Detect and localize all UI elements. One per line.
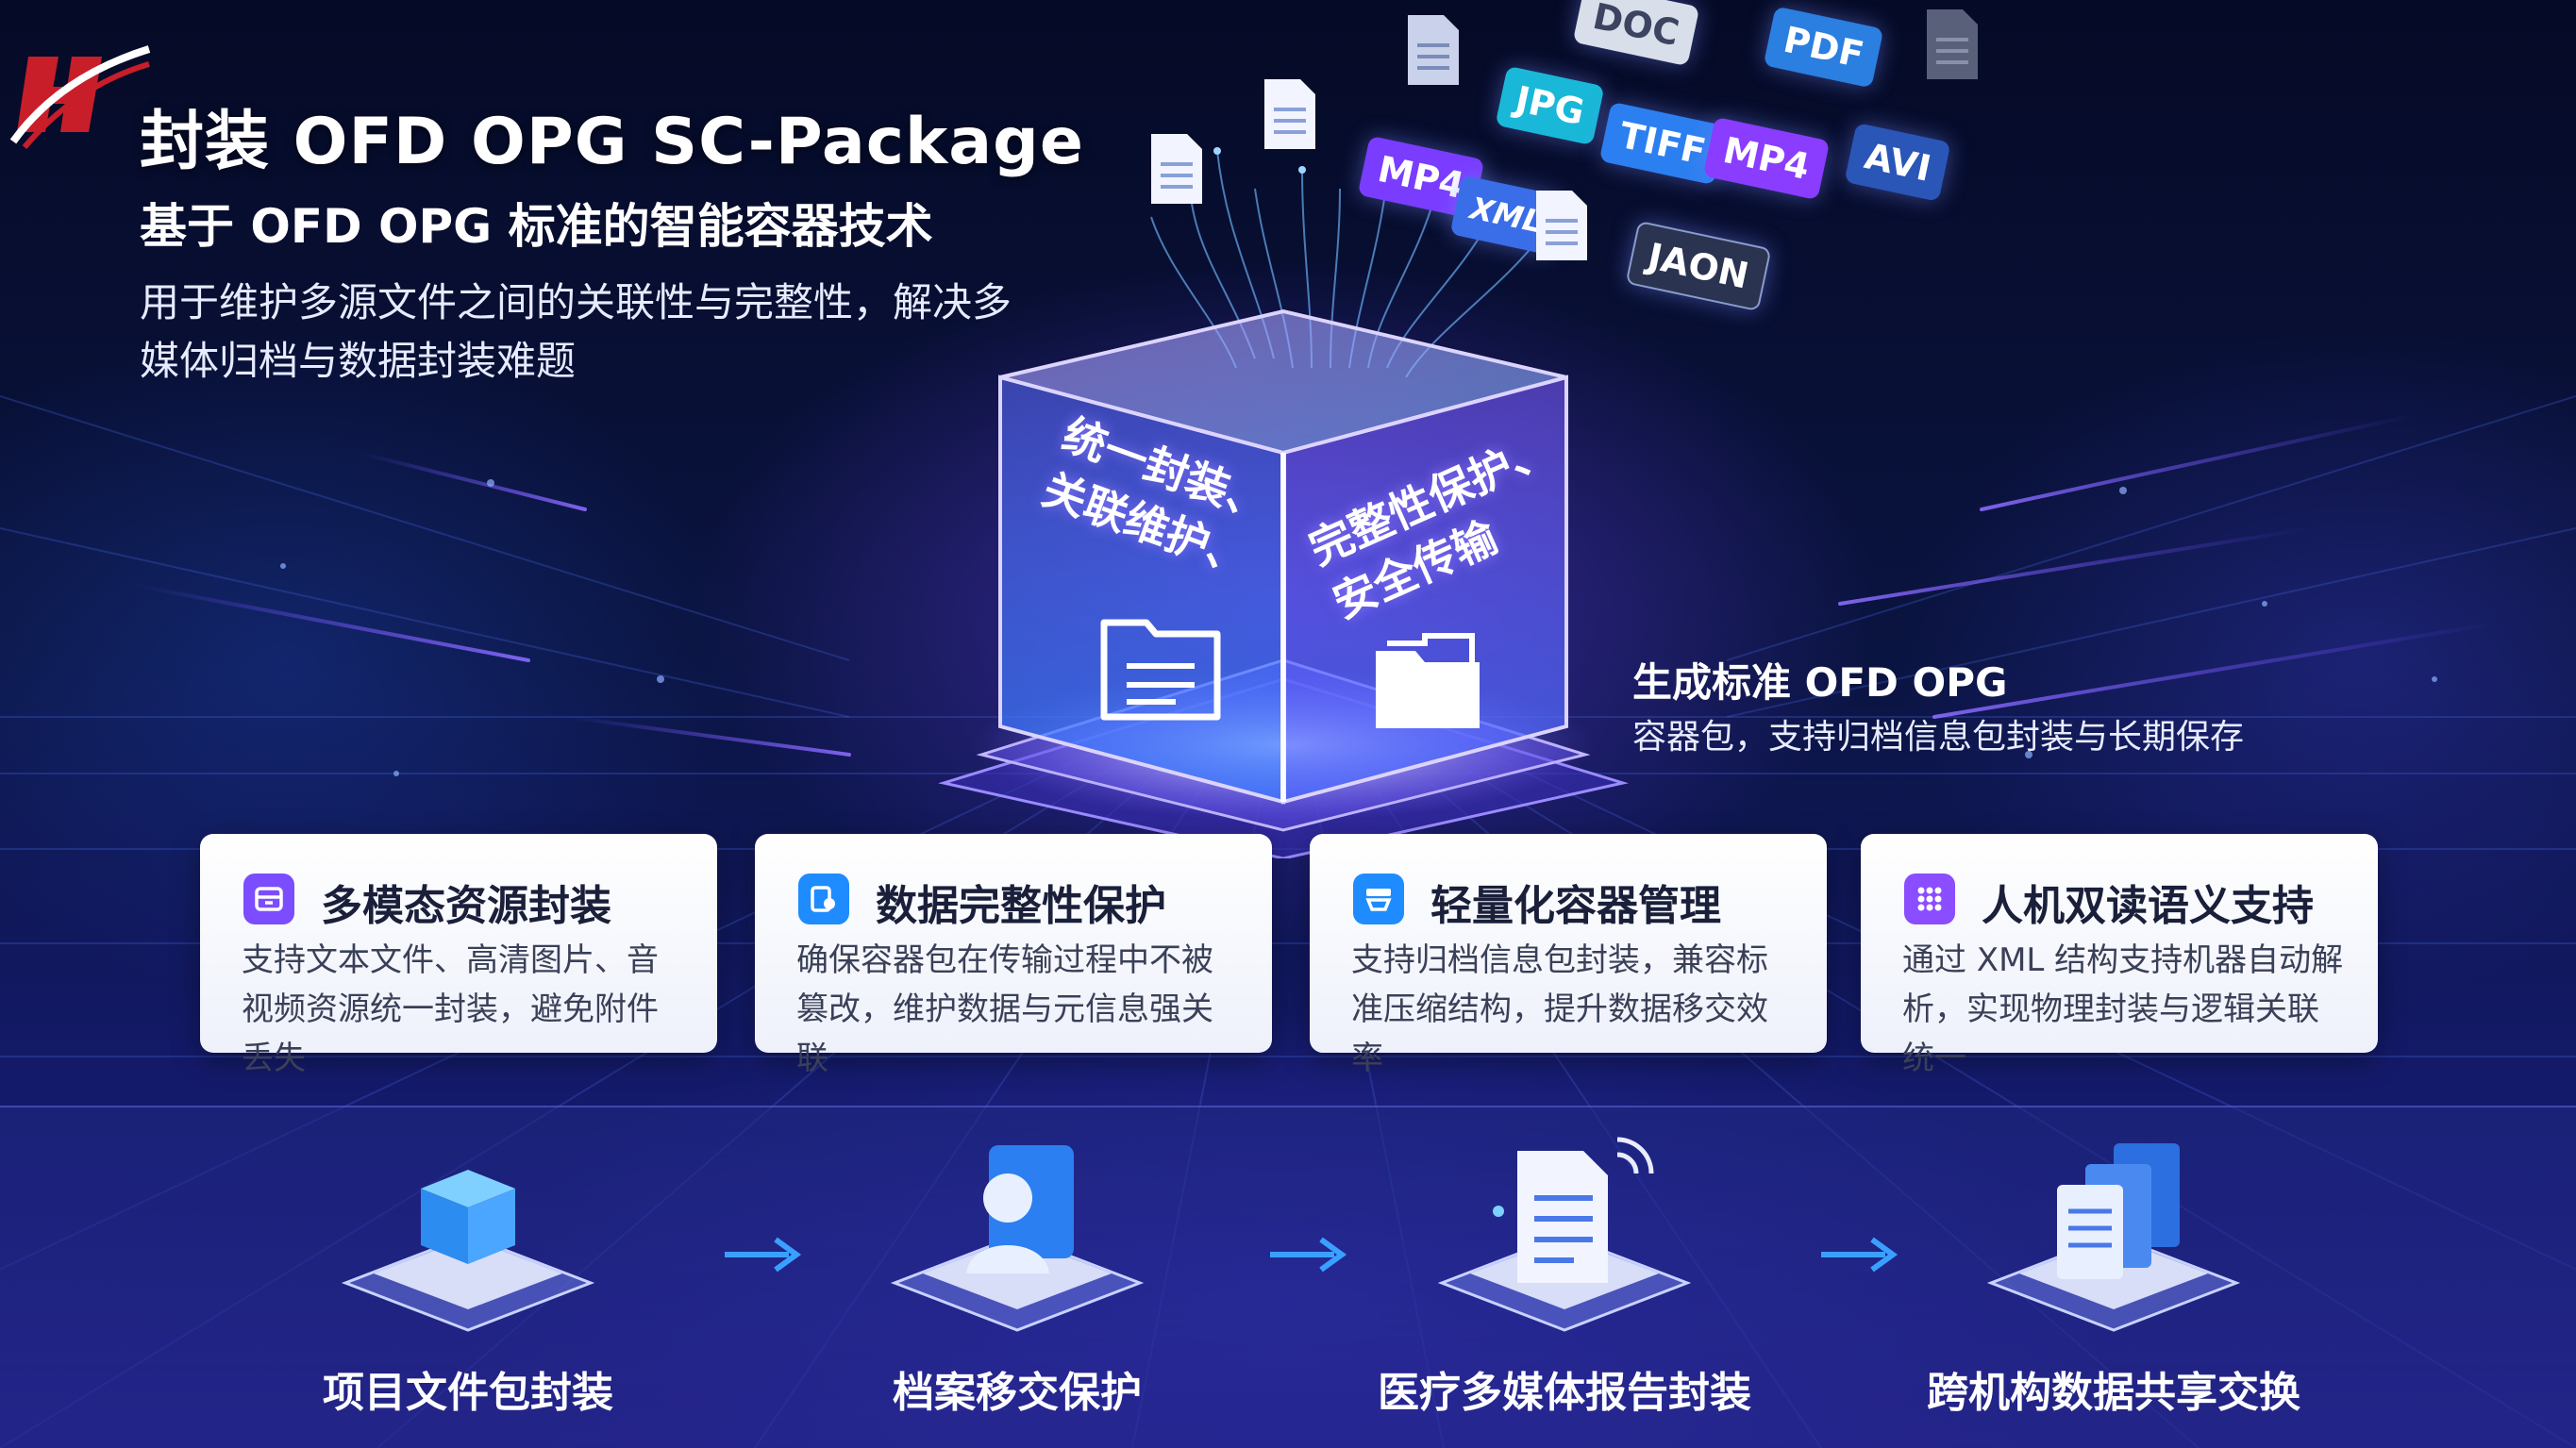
shield-file-icon (798, 874, 849, 924)
feature-card-multimodal: 多模态资源封装 支持文本文件、高清图片、音视频资源统一封装，避免附件丢失 (200, 834, 717, 1077)
feature-card-lightweight: 轻量化容器管理 支持归档信息包封装，兼容标准压缩结构，提升数据移交效率 (1310, 834, 1827, 1077)
brand-logo (9, 45, 151, 149)
page-description: 用于维护多源文件之间的关联性与完整性，解决多媒体归档与数据封装难题 (140, 279, 1012, 384)
user-document-icon (890, 1145, 1145, 1332)
arrow-right-icon (1821, 1237, 1899, 1273)
card-description: 支持文本文件、高清图片、音视频资源统一封装，避免附件丢失 (242, 941, 659, 1077)
card-description: 确保容器包在传输过程中不被篡改，维护数据与元信息强关联 (796, 941, 1213, 1077)
scenario-label: 医疗多媒体报告封装 (1378, 1369, 1751, 1417)
archive-box-icon (243, 874, 294, 924)
document-icon (1264, 79, 1315, 149)
arrow-right-icon (725, 1237, 802, 1273)
report-wireless-icon (1437, 1137, 1692, 1332)
card-description: 支持归档信息包封装，兼容标准压缩结构，提升数据移交效率 (1351, 941, 1768, 1077)
scenario-label: 跨机构数据共享交换 (1927, 1369, 2300, 1417)
card-description: 通过 XML 结构支持机器自动解析，实现物理封装与逻辑关联统一 (1902, 941, 2344, 1077)
glass-cube (938, 308, 1629, 858)
document-icon (1536, 191, 1587, 260)
stacked-documents-icon (1986, 1143, 2241, 1332)
card-title: 多模态资源封装 (321, 882, 611, 930)
card-title: 轻量化容器管理 (1430, 882, 1721, 930)
page-title: 封装 OFD OPG SC-Package (140, 105, 1084, 179)
cube-platform-icon (341, 1170, 595, 1332)
document-icon (1927, 9, 1978, 79)
scenario-label: 项目文件包封装 (323, 1369, 613, 1417)
page-subtitle: 基于 OFD OPG 标准的智能容器技术 (140, 199, 933, 254)
feature-card-semantic: 人机双读语义支持 通过 XML 结构支持机器自动解析，实现物理封装与逻辑关联统一 (1861, 834, 2378, 1077)
document-icon (1151, 134, 1202, 204)
scenario-label: 档案移交保护 (893, 1369, 1142, 1417)
arrow-right-icon (1270, 1237, 1347, 1273)
document-icon (1408, 15, 1459, 85)
callout-text: 容器包，支持归档信息包封装与长期保存 (1632, 718, 2245, 757)
grid-dots-icon (1904, 874, 1955, 924)
card-title: 人机双读语义支持 (1982, 882, 2314, 930)
folder-documents-icon (1100, 619, 1221, 721)
folder-open-icon (1376, 633, 1480, 728)
feature-card-integrity: 数据完整性保护 确保容器包在传输过程中不被篡改，维护数据与元信息强关联 (755, 834, 1272, 1077)
callout-title: 生成标准 OFD OPG (1632, 659, 2008, 706)
container-tray-icon (1353, 874, 1404, 924)
card-title: 数据完整性保护 (876, 882, 1166, 930)
